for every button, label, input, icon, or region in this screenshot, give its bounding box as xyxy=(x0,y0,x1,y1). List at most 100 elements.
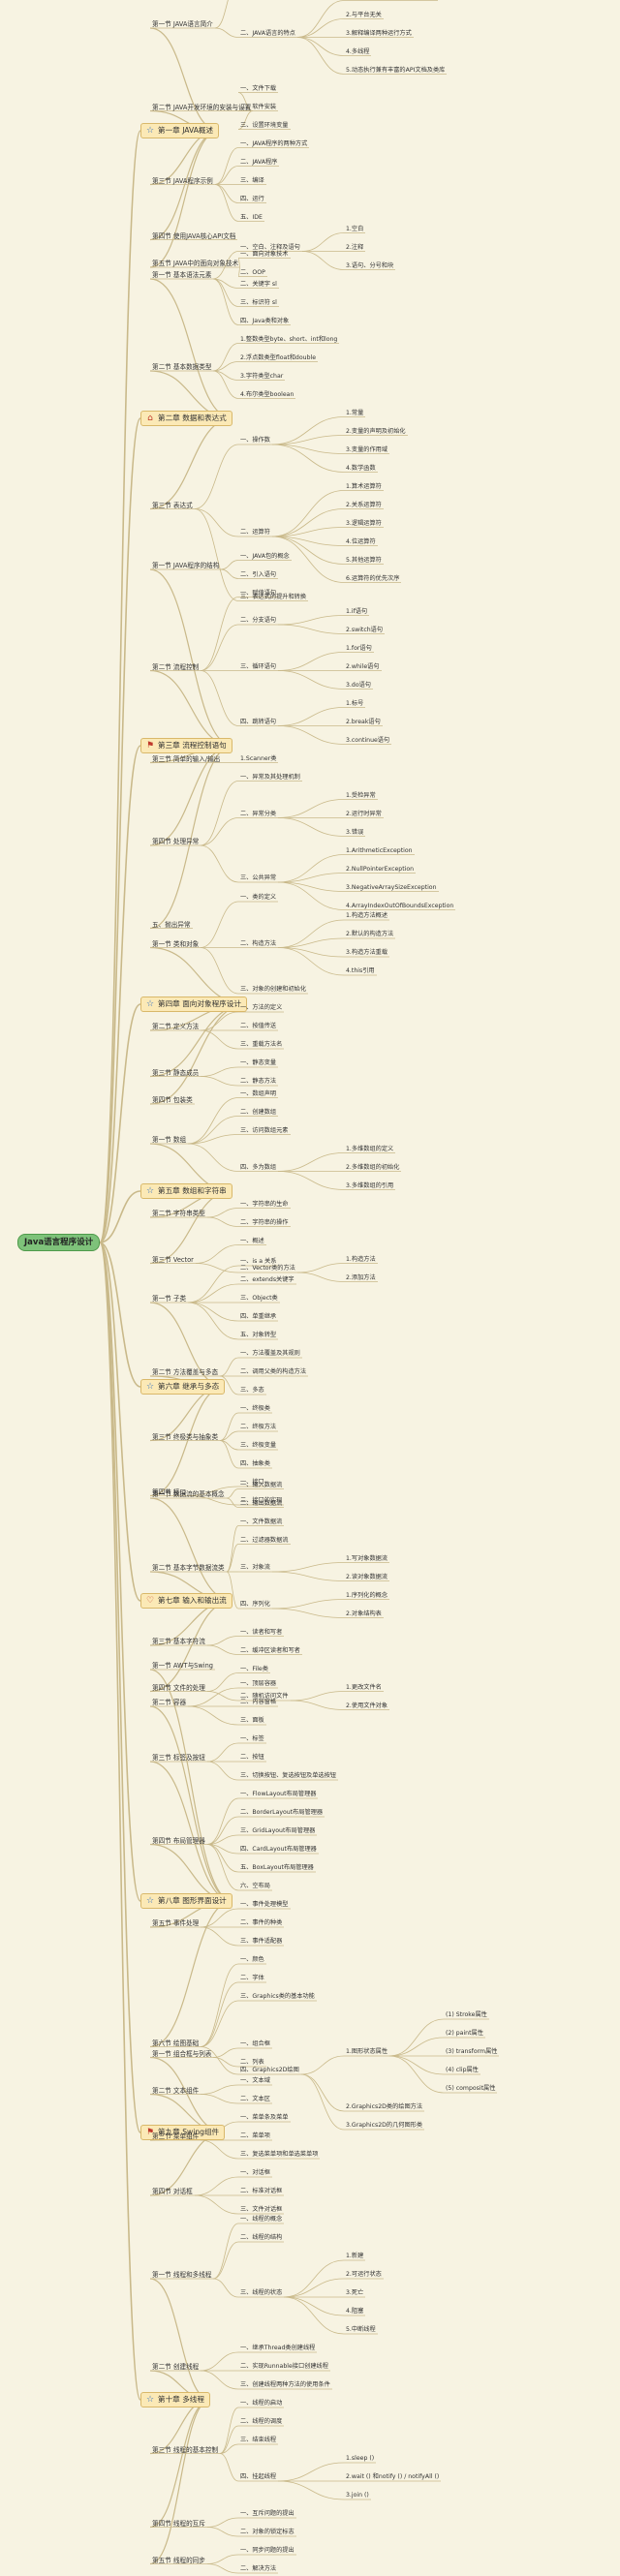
leaf-node: 一、同步问题的提出 xyxy=(240,2547,294,2554)
link-curve xyxy=(301,251,345,270)
leaf-node: 4.this引用 xyxy=(346,967,375,974)
section-node: 第三节 简单的输入/输出 xyxy=(152,754,221,763)
leaf-node: 6.运算符的优先次序 xyxy=(346,574,400,582)
section-node: 第四节 文件的处理 xyxy=(152,1683,205,1692)
link-curve xyxy=(206,1636,239,1646)
leaf-node: 2.使用文件对象 xyxy=(346,1702,388,1709)
link-curve xyxy=(206,1208,239,1218)
section-node: 第二节 创建线程 xyxy=(152,2363,200,2371)
link-curve xyxy=(200,624,239,671)
topic-node: 四、Graphics2D绘图 xyxy=(240,2067,299,2073)
topic-node: 二、分支语句 xyxy=(240,617,277,624)
leaf-node: 3.do语句 xyxy=(346,681,371,689)
link-curve xyxy=(149,745,233,930)
link-curve xyxy=(206,1761,239,1781)
leaf-node: 二、终极方法 xyxy=(240,1424,277,1430)
leaf-node: 2.浮点数类型float和double xyxy=(240,353,317,361)
leaf-node: 2.多维数组的初始化 xyxy=(346,1163,400,1171)
link-curve xyxy=(200,1076,239,1087)
link-curve xyxy=(187,1705,239,1726)
link-curve xyxy=(283,2296,345,2335)
link-curve xyxy=(271,1562,345,1573)
link-curve xyxy=(219,1430,239,1441)
section-node: 第一节 JAVA语言简介 xyxy=(152,20,213,28)
link-curve xyxy=(187,1495,239,1506)
leaf-node: 一、字符串的生命 xyxy=(240,1200,289,1208)
leaf-node: 一、菜单条及菜单 xyxy=(240,2114,289,2121)
leaf-node: 二、解决方法 xyxy=(240,2565,277,2572)
leaf-node: 二、接口的实现 xyxy=(240,1497,283,1504)
link-curve xyxy=(271,508,345,537)
leaf-node: 3.变量的作用域 xyxy=(346,445,388,453)
link-curve xyxy=(99,1242,141,1902)
leaf-node: 三、面板 xyxy=(240,1717,264,1724)
leaf-node: 1.整数类型byte、short、int和long xyxy=(240,335,338,343)
leaf-node: 二、按值传送 xyxy=(240,1023,277,1029)
link-curve xyxy=(214,0,229,29)
link-curve xyxy=(149,2278,211,2401)
chapter-node: ☆第四章 面向对象程序设计 xyxy=(140,997,247,1012)
chapter-node: ☆第十章 多线程 xyxy=(140,2392,210,2407)
link-curve xyxy=(99,1190,141,1243)
link-curve xyxy=(219,1357,239,1377)
link-curve xyxy=(277,947,345,958)
chapter-title: 第一章 JAVA概述 xyxy=(158,126,214,135)
link-curve xyxy=(194,2194,239,2215)
link-curve xyxy=(187,1143,239,1172)
link-curve xyxy=(99,1242,141,1388)
home-icon: ⌂ xyxy=(147,414,153,423)
leaf-node: 二、调用父类的构造方法 xyxy=(240,1368,307,1375)
section-node: 第一节 基本语法元素 xyxy=(152,271,212,279)
leaf-node: 三、结束线程 xyxy=(240,2437,277,2443)
topic-node: 四、多为数组 xyxy=(240,1163,277,1171)
link-curve xyxy=(226,1544,239,1573)
leaf-node: 三、表达式的提升和转换 xyxy=(240,593,307,600)
leaf-node: 一、继承Thread类创建线程 xyxy=(240,2345,316,2351)
leaf-node: 一、JAVA包的概念 xyxy=(240,552,290,560)
link-curve xyxy=(206,1844,239,1891)
chapter-node: ☆第五章 数组和字符串 xyxy=(140,1183,232,1199)
link-curve xyxy=(99,417,141,1243)
link-curve xyxy=(212,343,239,372)
link-curve xyxy=(149,2399,211,2565)
link-curve xyxy=(149,1190,233,1265)
link-curve xyxy=(149,27,220,132)
star-icon: ☆ xyxy=(145,2395,155,2405)
link-curve xyxy=(99,1242,141,2401)
leaf-node: 三、创建线程两种方法的使用条件 xyxy=(240,2381,330,2388)
link-curve xyxy=(296,37,345,75)
leaf-node: 一、线程的启动 xyxy=(240,2400,283,2407)
leaf-node: 二、字符串的操作 xyxy=(240,1218,289,1226)
link-curve xyxy=(212,370,239,399)
section-node: 第四节 对话框 xyxy=(152,2188,193,2195)
link-curve xyxy=(200,2094,239,2104)
link-curve xyxy=(296,1263,345,1273)
leaf-node: 一、文本域 xyxy=(240,2077,270,2084)
leaf-node: 五、对象转型 xyxy=(240,1332,277,1338)
leaf-node: 4.多线程 xyxy=(346,47,370,55)
leaf-node: 3.死亡 xyxy=(346,2289,364,2296)
link-curve xyxy=(200,1963,239,2047)
leaf-node: 一、静态变量 xyxy=(240,1059,277,1066)
leaf-node: 二、对象的锁定标志 xyxy=(240,2529,294,2535)
leaf-node: 4.ArrayIndexOutOfBoundsException xyxy=(346,902,454,909)
link-curve xyxy=(200,2000,239,2047)
section-node: 第三节 Vector xyxy=(152,1255,194,1264)
leaf-node: 1.sleep () xyxy=(346,2455,375,2462)
leaf-node: 二、过滤器数据流 xyxy=(240,1536,289,1544)
leaf-node: 3.逻辑运算符 xyxy=(346,519,382,527)
link-curve xyxy=(212,2223,239,2280)
chapter-title: 第五章 数组和字符串 xyxy=(158,1186,227,1195)
link-curve xyxy=(237,110,254,130)
link-curve xyxy=(214,184,239,222)
leaf-node: 一、组合框 xyxy=(240,2040,270,2047)
leaf-node: 一、终极类 xyxy=(240,1405,270,1412)
link-curve xyxy=(290,1700,345,1710)
link-curve xyxy=(200,1908,239,1928)
link-curve xyxy=(200,901,239,948)
link-curve xyxy=(149,1003,248,1105)
leaf-node: 一、类的定义 xyxy=(240,894,277,901)
link-curve xyxy=(271,490,345,537)
link-curve xyxy=(149,1003,248,1078)
link-curve xyxy=(194,508,239,537)
